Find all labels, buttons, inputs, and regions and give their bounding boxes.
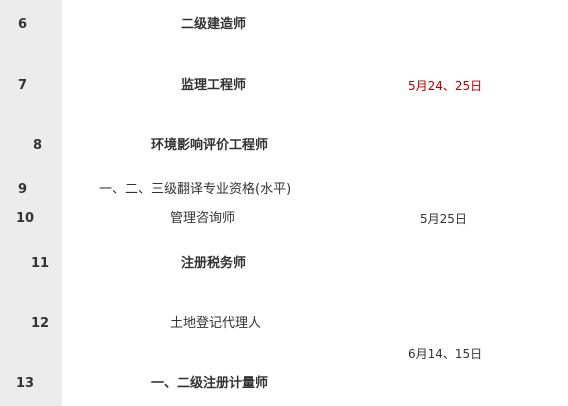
left-number-band bbox=[0, 0, 62, 406]
exam-title: 监理工程师 bbox=[181, 78, 247, 93]
row-number: 7 bbox=[18, 78, 28, 93]
row-number: 11 bbox=[31, 256, 50, 271]
exam-title: 二级建造师 bbox=[181, 17, 247, 32]
row-number: 10 bbox=[16, 211, 35, 226]
exam-title: 一、二、三级翻译专业资格(水平) bbox=[99, 182, 292, 197]
exam-title: 一、二级注册计量师 bbox=[151, 376, 269, 391]
exam-title: 管理咨询师 bbox=[170, 211, 236, 226]
exam-title: 环境影响评价工程师 bbox=[151, 138, 269, 153]
row-number: 9 bbox=[18, 182, 28, 197]
exam-date: 5月24、25日 bbox=[408, 79, 483, 93]
row-number: 6 bbox=[18, 17, 28, 32]
exam-title: 注册税务师 bbox=[181, 256, 247, 271]
row-number: 13 bbox=[16, 376, 35, 391]
exam-date: 5月25日 bbox=[420, 212, 467, 226]
exam-title: 土地登记代理人 bbox=[170, 316, 262, 331]
exam-date: 6月14、15日 bbox=[408, 347, 483, 361]
row-number: 12 bbox=[31, 316, 50, 331]
row-number: 8 bbox=[33, 138, 43, 153]
